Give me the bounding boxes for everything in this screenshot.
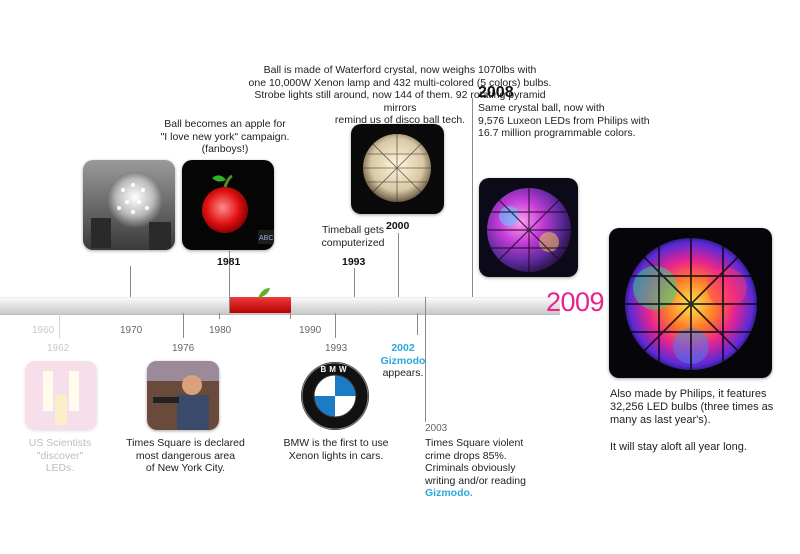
year-2008: 2008 <box>478 84 514 101</box>
tick-2002 <box>417 313 418 335</box>
year-1960: 1960 <box>32 325 55 336</box>
gizmodo-note: 2002 Gizmodo appears. <box>378 342 428 380</box>
final-caption-line: 32,256 LED bulbs (three times as <box>610 401 774 413</box>
apple-caption-line: Ball becomes an apple for <box>164 118 286 130</box>
bmw-logo-icon: BMW <box>301 362 369 430</box>
apple-caption: Ball becomes an apple for "I love new yo… <box>155 118 295 156</box>
year-2000: 2000 <box>386 220 410 232</box>
bmw-caption-line: BMW is the first to use <box>283 437 389 449</box>
ts-caption-line: of New York City. <box>145 462 226 474</box>
bmw-caption-line: Xenon lights in cars. <box>288 449 384 462</box>
crime-caption: Times Square violent crime drops 85%. Cr… <box>425 437 565 500</box>
gizmodo-appears: appears. <box>382 367 424 379</box>
crime-caption-line: crime drops 85%. <box>425 449 507 462</box>
year-1993: 1993 <box>342 256 366 268</box>
thumb-1962-leds <box>25 361 97 430</box>
tick-1993-bottom <box>335 313 336 338</box>
final-caption-line: many as last year's). <box>610 414 711 426</box>
apple-highlight-segment <box>229 297 291 313</box>
thumb-2000-crystal-ball <box>351 124 444 214</box>
thumb-1970-ball <box>83 160 175 250</box>
year-1970: 1970 <box>120 325 143 336</box>
bmw-letters: BMW <box>321 365 350 374</box>
gizmodo-name: Gizmodo <box>380 354 426 367</box>
year-1962: 1962 <box>47 343 70 354</box>
tick-1990 <box>290 313 291 319</box>
luxeon-caption-line: Same crystal ball, now with <box>478 102 605 114</box>
leds-caption-line: LEDs. <box>45 462 75 474</box>
tick-2003 <box>425 297 426 422</box>
tick-1993-top <box>354 268 355 297</box>
tick-1962 <box>59 313 60 338</box>
ts-caption-line: most dangerous area <box>135 449 236 462</box>
final-caption-line: Also made by Philips, it features <box>610 388 767 400</box>
crystal-caption-line: remind us of disco ball tech. <box>334 114 466 126</box>
apple-caption-line: (fanboys!) <box>201 143 249 155</box>
computer-caption: Timeball gets computerized <box>308 224 398 249</box>
ts-caption: Times Square is declared most dangerous … <box>118 437 253 475</box>
computer-caption-line: Timeball gets <box>321 224 385 236</box>
luxeon-caption-line: 9,576 Luxeon LEDs from Philips with <box>478 114 650 127</box>
year-1981: 1981 <box>217 256 241 268</box>
thumb-1981-apple: ABC <box>182 160 274 250</box>
thumb-2008-led-ball <box>479 178 578 277</box>
crime-caption-line: Criminals obviously <box>425 462 516 474</box>
computer-caption-line: computerized <box>321 236 385 249</box>
luxeon-caption: Same crystal ball, now with 9,576 Luxeon… <box>478 102 678 140</box>
tick-1970 <box>130 266 131 297</box>
tick-2008 <box>472 98 473 297</box>
logo-text: ABC <box>259 235 273 242</box>
luxeon-caption-line: 16.7 million programmable colors. <box>478 127 636 139</box>
crystal-caption-line: one 10,000W Xenon lamp and 432 multi-col… <box>248 76 552 89</box>
crystal-caption-line: Strobe lights still around, now 144 of t… <box>254 89 546 114</box>
final-aloft: It will stay aloft all year long. <box>610 441 747 453</box>
leds-caption-line: "discover" <box>36 449 84 462</box>
thumb-1976-times-square <box>147 361 219 430</box>
ts-caption-line: Times Square is declared <box>126 437 245 449</box>
apple-caption-line: "I love new york" campaign. <box>160 130 290 143</box>
tick-1976 <box>183 313 184 338</box>
current-year: 2009 <box>546 287 605 317</box>
thumb-2009-led-ball <box>609 228 772 378</box>
tick-2000 <box>398 233 399 297</box>
year-1976: 1976 <box>172 343 195 354</box>
year-2003: 2003 <box>425 423 448 434</box>
apple-leaf-icon <box>258 288 270 298</box>
tick-1981 <box>229 251 230 313</box>
year-1990: 1990 <box>299 325 322 336</box>
year-1980: 1980 <box>209 325 232 336</box>
crystal-caption-line: Ball is made of Waterford crystal, now w… <box>263 64 537 76</box>
final-caption: Also made by Philips, it features 32,256… <box>610 388 795 427</box>
gizmodo-link[interactable]: Gizmodo. <box>425 487 473 499</box>
leds-caption: US Scientists "discover" LEDs. <box>10 437 110 475</box>
crystal-caption: Ball is made of Waterford crystal, now w… <box>240 64 560 127</box>
crime-caption-line: writing and/or reading <box>425 474 526 487</box>
year-1993-bottom: 1993 <box>325 343 348 354</box>
tick-1980 <box>219 313 220 319</box>
leds-caption-line: US Scientists <box>28 437 92 449</box>
bmw-caption: BMW is the first to use Xenon lights in … <box>275 437 397 462</box>
year-2002: 2002 <box>391 342 415 354</box>
crime-caption-line: Times Square violent <box>425 437 524 449</box>
